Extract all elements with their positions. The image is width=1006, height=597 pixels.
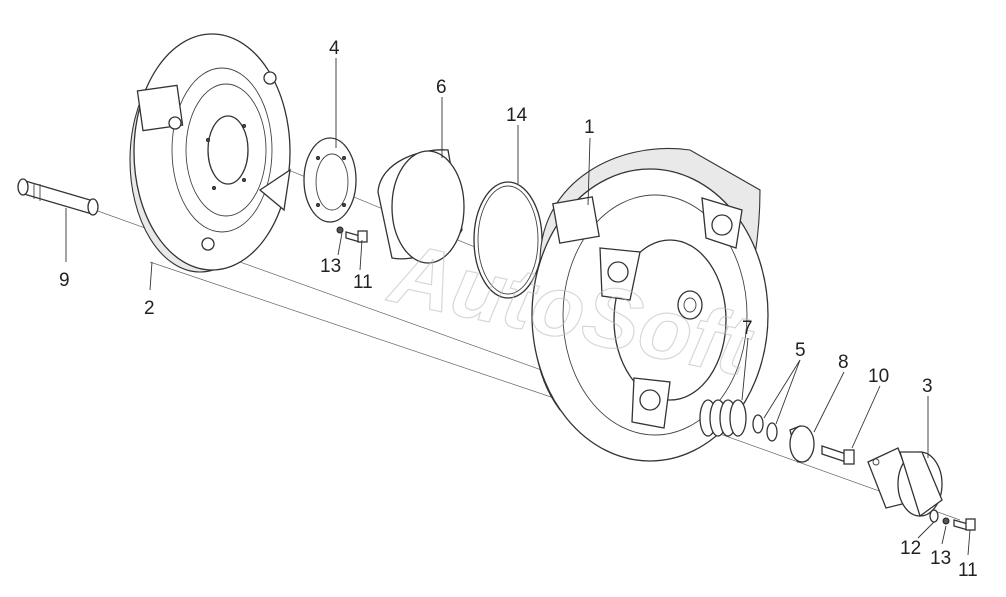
part-8-disc — [789, 425, 815, 463]
part-6-cylinder — [377, 149, 465, 264]
part-11-bolt-lower — [953, 518, 976, 531]
callout-8: 8 — [838, 352, 849, 373]
callout-3: 3 — [922, 376, 933, 397]
callout-11-lower: 11 — [958, 560, 978, 581]
part-5-washers — [752, 414, 778, 442]
callout-11-upper: 11 — [353, 272, 373, 293]
part-11-bolt-upper — [345, 230, 368, 243]
callout-14: 14 — [506, 105, 528, 126]
callout-5: 5 — [795, 340, 806, 361]
part-2-flange-disc — [129, 33, 291, 273]
callout-leaders — [65, 58, 971, 556]
callout-9: 9 — [59, 270, 70, 291]
part-7-spring — [699, 399, 747, 437]
part-13-washer-upper — [336, 226, 344, 234]
part-13-washer-lower — [942, 517, 950, 525]
callout-6: 6 — [436, 77, 447, 98]
callout-12: 12 — [900, 538, 921, 559]
part-10-bolt — [821, 445, 855, 465]
callout-7: 7 — [742, 318, 753, 339]
callout-13-upper: 13 — [320, 256, 341, 277]
part-9-pin — [17, 178, 99, 216]
part-4-gasket — [303, 137, 357, 223]
callout-1: 1 — [584, 117, 595, 138]
callout-13-lower: 13 — [930, 548, 951, 569]
callout-2: 2 — [144, 298, 155, 319]
part-1-housing-wheel — [531, 148, 769, 462]
callout-4: 4 — [329, 38, 340, 59]
part-3-cap — [867, 447, 943, 518]
callout-labels: 1 2 3 4 5 6 7 8 9 10 11 11 12 13 13 14 — [59, 38, 978, 581]
part-12-washer-lower — [929, 509, 939, 523]
callout-10: 10 — [868, 366, 889, 387]
